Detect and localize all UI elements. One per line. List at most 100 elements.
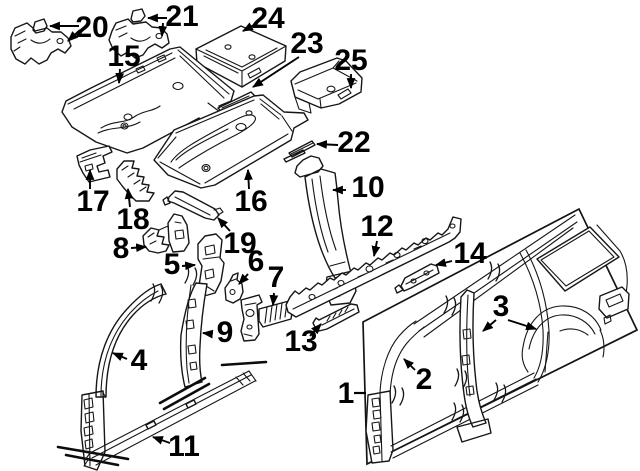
callout-22-group: 22 (315, 126, 371, 159)
callout-8[interactable]: 8 (113, 232, 130, 265)
part-4-break-marks (150, 283, 164, 304)
part-24-details (195, 44, 287, 88)
part-6-outline (224, 272, 244, 304)
part-11 (56, 360, 268, 467)
callout-4-group: 4 (111, 344, 148, 377)
part-20-outline (10, 18, 72, 65)
callout-15-group: 15 (107, 40, 141, 85)
part-4 (80, 283, 167, 471)
callout-11[interactable]: 11 (168, 430, 200, 463)
part-9-cut-lines (158, 376, 211, 411)
callout-19-arrow (217, 217, 231, 232)
callout-6-group: 6 (238, 245, 265, 285)
part-9 (158, 265, 211, 411)
callout-9-group: 9 (201, 316, 234, 349)
callout-18[interactable]: 18 (116, 203, 149, 236)
part-17-outline (76, 145, 113, 183)
uniside-b-pillar-details (461, 294, 475, 397)
callout-22[interactable]: 22 (337, 126, 370, 159)
callout-16[interactable]: 16 (234, 185, 267, 218)
callout-10-group: 10 (331, 171, 385, 204)
part-18-details (121, 165, 147, 192)
part-13-details (321, 306, 355, 326)
callout-23[interactable]: 23 (290, 27, 323, 60)
part-17 (76, 145, 113, 183)
callout-12-group: 12 (360, 210, 394, 258)
part-19 (162, 190, 224, 221)
part-18 (116, 160, 155, 202)
part-21-details (115, 25, 163, 42)
callout-14[interactable]: 14 (453, 237, 487, 270)
callout-8-group: 8 (113, 232, 148, 265)
part-12-details (292, 223, 456, 310)
callout-18-group: 18 (116, 187, 150, 236)
part-11-clips (145, 399, 197, 430)
part-10-details (311, 175, 347, 299)
part-18-outline (116, 160, 155, 202)
uniside-taillight-details (544, 293, 624, 373)
uniside-rear-edge (596, 224, 628, 303)
callout-17-group: 17 (76, 168, 110, 218)
callout-17[interactable]: 17 (76, 185, 109, 218)
part-25-details (290, 60, 358, 114)
callout-7-group: 7 (268, 261, 285, 307)
part-8 (142, 213, 190, 254)
callout-19[interactable]: 19 (223, 227, 256, 260)
callout-13-group: 13 (284, 323, 322, 358)
callout-4[interactable]: 4 (131, 344, 148, 377)
part-4-details (83, 290, 159, 467)
part-8-outline (142, 213, 190, 254)
callout-18-arrow (124, 187, 134, 208)
callout-9[interactable]: 9 (217, 316, 234, 349)
callout-16-group: 16 (234, 168, 268, 218)
callout-10[interactable]: 10 (351, 171, 384, 204)
callout-7-arrow (269, 292, 279, 307)
part-20 (10, 18, 72, 65)
part-21-outline (108, 8, 170, 59)
part-5-details (202, 244, 220, 292)
part-5 (197, 233, 225, 297)
part-9-outline (179, 282, 208, 388)
callout-2[interactable]: 2 (416, 363, 433, 396)
callout-12[interactable]: 12 (360, 210, 393, 243)
callout-23-group: 23 (252, 27, 324, 88)
part-6-details (229, 278, 237, 296)
part-25 (290, 57, 363, 114)
callout-15[interactable]: 15 (107, 40, 140, 73)
callout-20[interactable]: 20 (75, 11, 108, 44)
callout-8-arrow (130, 243, 148, 253)
callout-24-group: 24 (242, 2, 285, 35)
callout-3-arrow-right (507, 319, 538, 331)
callout-24[interactable]: 24 (251, 2, 285, 35)
part-16-details (157, 98, 293, 185)
uniside-hinge-pillar-details (371, 392, 383, 462)
callout-16-arrow (244, 168, 253, 190)
part-1-uniside (362, 207, 639, 466)
callout-15-arrow (115, 68, 125, 85)
part-9-details (185, 284, 198, 384)
part-6 (224, 272, 244, 304)
callout-13[interactable]: 13 (284, 325, 317, 358)
callout-6[interactable]: 6 (248, 245, 265, 278)
uniside-quarter-window (536, 226, 620, 292)
callout-3[interactable]: 3 (493, 290, 510, 323)
callout-12-arrow (371, 240, 381, 258)
part-21 (108, 8, 170, 59)
callout-5[interactable]: 5 (164, 248, 181, 281)
uniside-a-pillar-breaks (391, 261, 501, 406)
callout-25[interactable]: 25 (334, 44, 367, 77)
part-20-details (13, 30, 64, 52)
callout-1[interactable]: 1 (338, 377, 355, 410)
callout-9-arrow (201, 329, 214, 339)
uniside-quarter-window-inner (540, 230, 615, 287)
uniside-b-pillar-breaks (454, 368, 468, 389)
uniside-a-pillar (379, 320, 425, 396)
callout-21[interactable]: 21 (165, 0, 198, 33)
callout-13-arrow (309, 323, 322, 337)
callout-7[interactable]: 7 (268, 261, 285, 294)
callout-20-group: 20 (48, 11, 109, 44)
uniside-c-pillar (519, 249, 550, 383)
callout-2-arrow (403, 358, 416, 371)
part-23-details (221, 95, 250, 109)
